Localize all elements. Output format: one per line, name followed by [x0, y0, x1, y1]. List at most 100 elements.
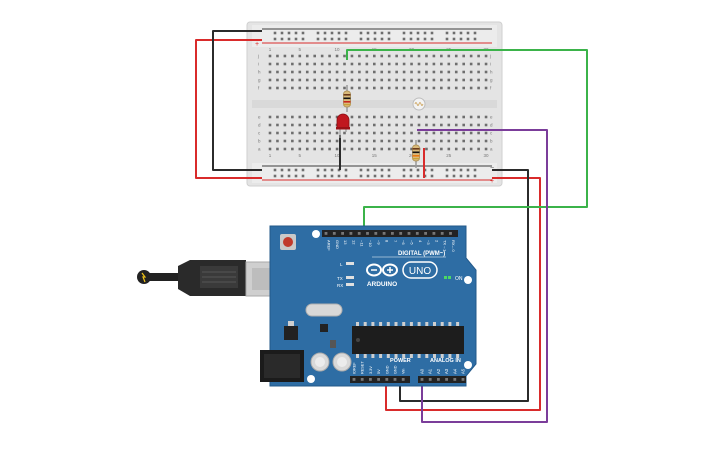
breadboard-hole [432, 54, 436, 58]
mounting-hole-3 [464, 361, 472, 369]
digital-pin-socket[interactable] [391, 232, 394, 235]
analog-pin-label: A2 [436, 368, 441, 374]
power-pin-socket[interactable] [369, 378, 372, 381]
digital-pin-socket[interactable] [399, 232, 403, 235]
power-pin-socket[interactable] [360, 378, 364, 381]
row-letter-left: d [258, 123, 261, 128]
digital-pin-socket[interactable] [440, 232, 444, 235]
breadboard-hole [395, 115, 398, 119]
analog-pin-label: A1 [428, 368, 433, 374]
uno-text: UNO [409, 266, 431, 277]
rail-hole [287, 168, 291, 172]
breadboard-hole [477, 54, 480, 58]
breadboard-hole [283, 147, 287, 151]
breadboard-hole [387, 54, 391, 58]
rail-hole [473, 37, 477, 41]
analog-pin-socket[interactable] [420, 378, 424, 381]
digital-pin-socket[interactable] [407, 232, 411, 235]
breadboard-hole [283, 86, 287, 90]
breadboard-hole [395, 54, 398, 58]
analog-pin-label: A5 [461, 368, 466, 374]
analog-pin-socket[interactable] [428, 378, 432, 381]
rail-minus-label-bottom: − [490, 165, 494, 172]
rail-hole [294, 174, 298, 178]
column-number-top: 10 [335, 47, 341, 52]
breadboard-hole [343, 54, 346, 58]
breadboard-hole [417, 139, 421, 143]
wire-purple-a0[interactable] [417, 129, 548, 423]
breadboard-hole [477, 70, 480, 74]
rail-hole [373, 174, 377, 178]
power-pin-label: GND [394, 365, 398, 374]
digital-pin-socket[interactable] [449, 232, 452, 235]
rail-hole [373, 31, 377, 35]
analog-pin-socket[interactable] [445, 378, 448, 381]
row-letter-right: g [490, 78, 493, 83]
breadboard-hole [373, 78, 376, 82]
analog-pin-socket[interactable] [461, 378, 465, 381]
power-jack-inner [264, 354, 300, 378]
resistor-1[interactable] [343, 85, 351, 112]
led-rim [336, 127, 350, 130]
power-pin-socket[interactable] [352, 378, 356, 381]
digital-pin-socket[interactable] [415, 232, 419, 235]
power-pin-socket[interactable] [377, 378, 380, 381]
breadboard-hole [268, 147, 272, 151]
digital-pin-socket[interactable] [341, 232, 344, 235]
digital-pin-socket[interactable] [382, 232, 386, 235]
power-pin-socket[interactable] [385, 378, 389, 381]
mounting-hole-4 [307, 375, 315, 383]
breadboard-hole [328, 115, 331, 119]
breadboard-hole [432, 139, 436, 143]
breadboard-hole [380, 147, 384, 151]
wire-black-gnd[interactable] [212, 30, 529, 402]
rail-hole [380, 168, 384, 172]
rail-hole [301, 31, 305, 35]
breadboard-hole [387, 139, 391, 143]
breadboard-hole [425, 86, 428, 90]
power-pin-socket[interactable] [401, 378, 405, 381]
analog-pin-socket[interactable] [453, 378, 457, 381]
digital-pin-socket[interactable] [324, 232, 328, 235]
digital-pin-socket[interactable] [424, 232, 427, 235]
breadboard-hole [462, 62, 465, 66]
breadboard-hole [447, 131, 451, 135]
wire-red-5v[interactable] [195, 39, 541, 411]
column-number-bottom: 25 [446, 153, 452, 158]
power-pin-label: GND [385, 365, 389, 374]
breadboard-hole [425, 54, 428, 58]
resistor-1-band-2 [343, 97, 351, 100]
wire-green-d12[interactable] [346, 49, 588, 234]
rail-hole [402, 37, 406, 41]
breadboard-hole [410, 86, 413, 90]
led-red[interactable] [336, 113, 350, 138]
breadboard-hole [291, 78, 294, 82]
breadboard-hole [469, 86, 473, 90]
breadboard-hole [328, 123, 331, 127]
digital-pin-socket[interactable] [366, 232, 369, 235]
digital-pin-socket[interactable] [332, 232, 336, 235]
analog-pin-socket[interactable] [437, 378, 440, 381]
breadboard-hole [335, 139, 339, 143]
breadboard-hole [283, 139, 287, 143]
digital-pin-socket[interactable] [374, 232, 378, 235]
resistor-2[interactable] [412, 140, 420, 168]
breadboard-hole [320, 70, 324, 74]
breadboard-hole [373, 86, 376, 90]
breadboard-hole [276, 131, 279, 135]
breadboard-hole [410, 131, 413, 135]
power-pin-socket[interactable] [393, 378, 397, 381]
digital-pin-socket[interactable] [349, 232, 353, 235]
digital-pin-socket[interactable] [357, 232, 361, 235]
breadboard-hole [477, 131, 480, 135]
breadboard-hole [395, 62, 398, 66]
breadboard-hole [454, 115, 458, 119]
power-pin-label: RESET [361, 361, 365, 374]
digital-pin-label: 4 [418, 240, 423, 243]
breadboard-hole [268, 86, 272, 90]
breadboard-hole [454, 139, 458, 143]
photoresistor[interactable] [412, 97, 426, 111]
breadboard-hole [425, 123, 428, 127]
breadboard-hole [484, 131, 488, 135]
digital-pin-socket[interactable] [432, 232, 436, 235]
